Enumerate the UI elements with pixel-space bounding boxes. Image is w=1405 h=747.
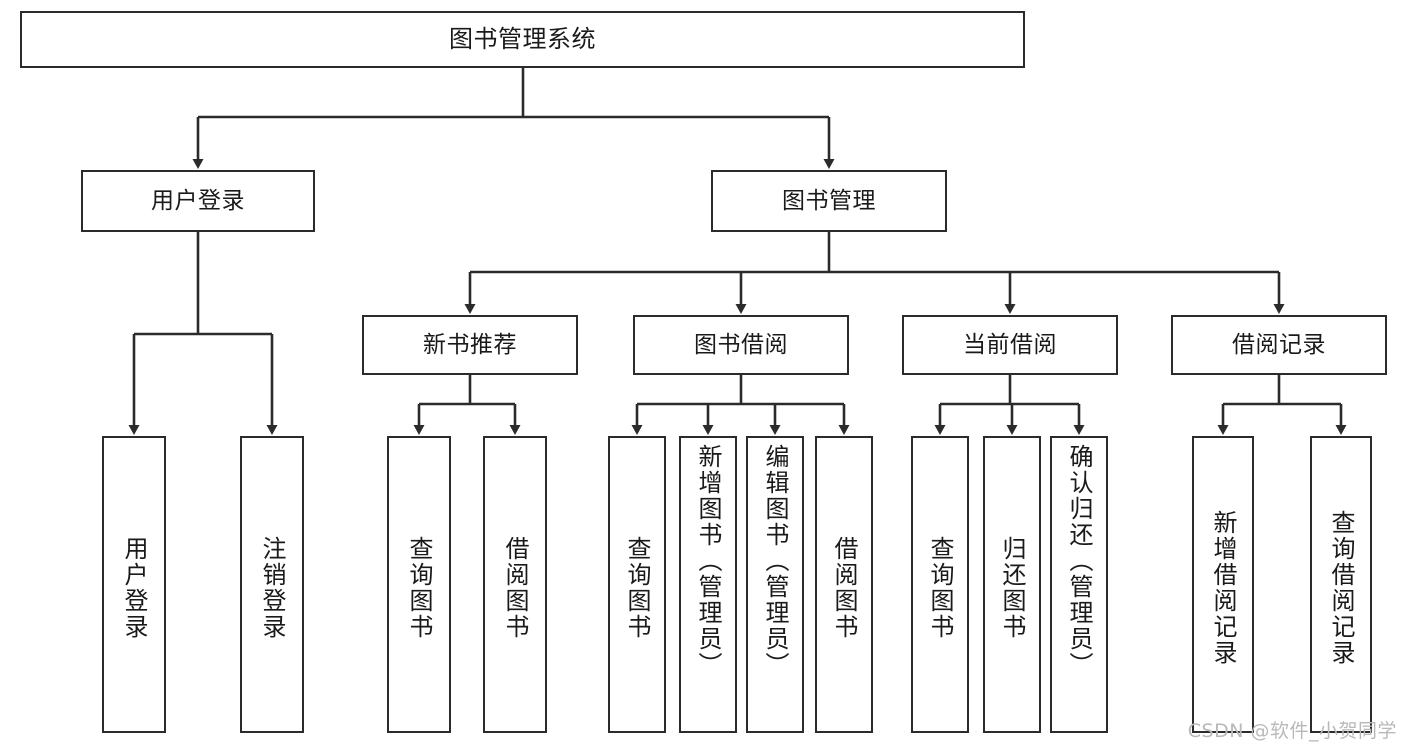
node-user-login[interactable]: 用户登录 xyxy=(81,170,315,232)
node-label: 图书借阅 xyxy=(694,331,788,358)
node-label: 确认归还（管理员） xyxy=(1065,444,1093,678)
node-leaf-return[interactable]: 归还图书 xyxy=(983,436,1041,733)
node-leaf-confirm[interactable]: 确认归还（管理员） xyxy=(1050,436,1108,733)
node-label: 归还图书 xyxy=(998,535,1026,640)
node-leaf-logout[interactable]: 注销登录 xyxy=(240,436,304,733)
node-leaf-query-3[interactable]: 查询图书 xyxy=(911,436,969,733)
node-label: 借阅图书 xyxy=(501,535,529,640)
node-label: 借阅记录 xyxy=(1232,331,1326,358)
node-borrow-record[interactable]: 借阅记录 xyxy=(1171,315,1387,375)
node-book-manage[interactable]: 图书管理 xyxy=(711,170,947,232)
node-leaf-add-rec[interactable]: 新增借阅记录 xyxy=(1192,436,1254,733)
node-leaf-query-2[interactable]: 查询图书 xyxy=(608,436,666,733)
node-label: 图书管理系统 xyxy=(449,24,596,53)
node-label: 新增图书（管理员） xyxy=(694,444,722,678)
node-leaf-borrow-2[interactable]: 借阅图书 xyxy=(815,436,873,733)
node-leaf-add-book[interactable]: 新增图书（管理员） xyxy=(679,436,737,733)
node-label: 图书管理 xyxy=(782,187,876,214)
node-label: 编辑图书（管理员） xyxy=(761,444,789,678)
node-label: 当前借阅 xyxy=(963,331,1057,358)
watermark-label: CSDN @软件_小贺同学 xyxy=(1187,720,1397,742)
node-label: 用户登录 xyxy=(151,187,245,214)
node-leaf-borrow-1[interactable]: 借阅图书 xyxy=(483,436,547,733)
node-label: 注销登录 xyxy=(258,535,286,640)
node-current-borrow[interactable]: 当前借阅 xyxy=(902,315,1118,375)
node-label: 新增借阅记录 xyxy=(1209,509,1237,666)
node-label: 新书推荐 xyxy=(423,331,517,358)
node-new-book-rec[interactable]: 新书推荐 xyxy=(362,315,578,375)
node-book-borrow[interactable]: 图书借阅 xyxy=(633,315,849,375)
node-label: 查询图书 xyxy=(623,535,651,640)
node-label: 用户登录 xyxy=(120,535,148,640)
node-leaf-query-rec[interactable]: 查询借阅记录 xyxy=(1310,436,1372,733)
node-label: 查询借阅记录 xyxy=(1327,509,1355,666)
node-label: 查询图书 xyxy=(405,535,433,640)
node-leaf-user-login[interactable]: 用户登录 xyxy=(102,436,166,733)
node-label: 借阅图书 xyxy=(830,535,858,640)
node-root[interactable]: 图书管理系统 xyxy=(20,11,1025,68)
node-leaf-query-1[interactable]: 查询图书 xyxy=(387,436,451,733)
node-leaf-edit-book[interactable]: 编辑图书（管理员） xyxy=(746,436,804,733)
node-label: 查询图书 xyxy=(926,535,954,640)
